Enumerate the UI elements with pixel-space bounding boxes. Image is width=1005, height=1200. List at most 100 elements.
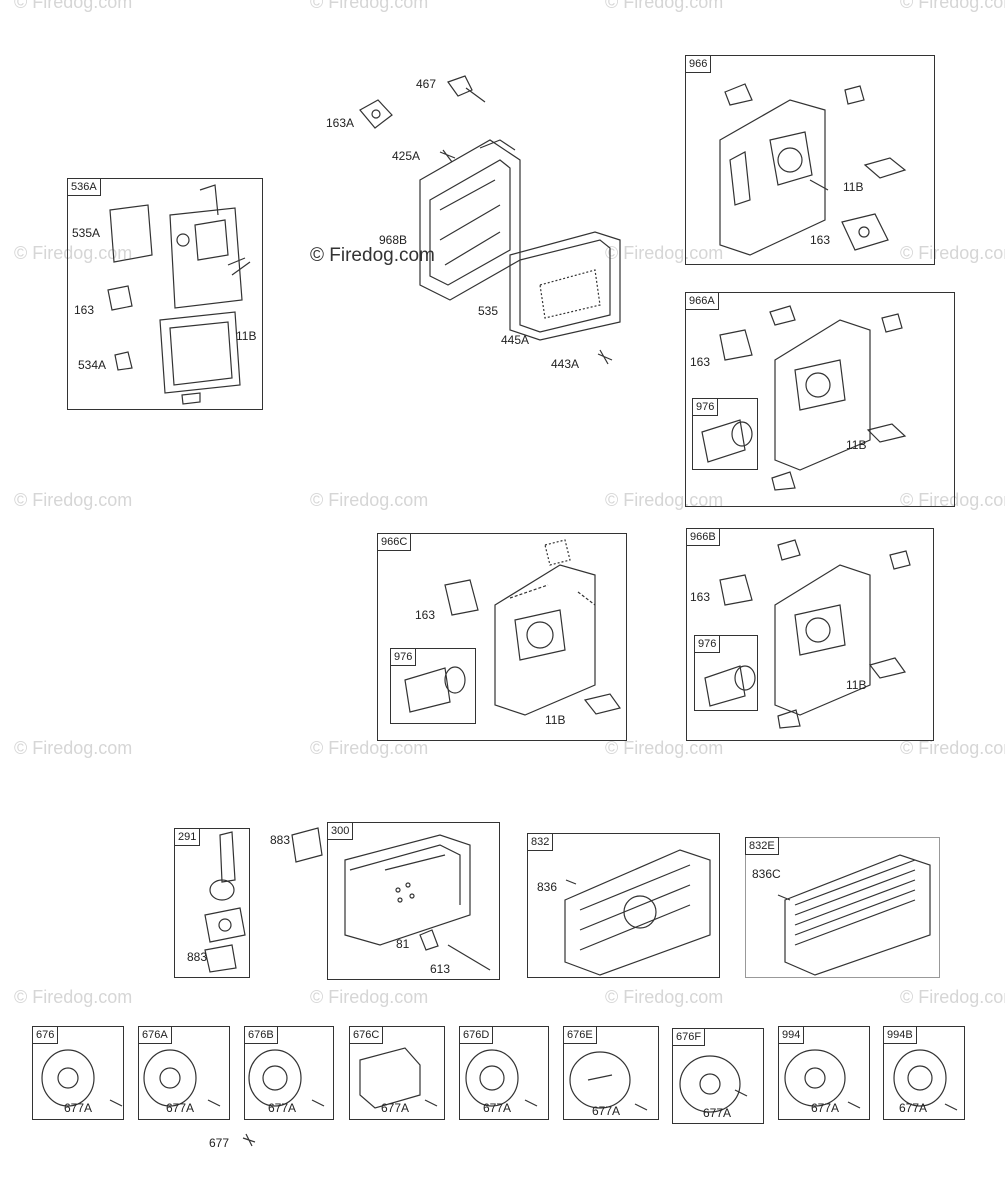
cap-994-drawing	[784, 1049, 861, 1109]
part-832-drawing	[564, 849, 711, 976]
box-976-b: 976	[694, 635, 758, 711]
box-966C: 966C	[377, 533, 627, 741]
watermark: © Firedog.com	[900, 987, 1005, 1007]
part-label: 11B	[236, 329, 257, 343]
air-cleaner-base-drawing	[419, 139, 521, 301]
box-tag: 832	[527, 833, 554, 851]
cap-676F-drawing	[679, 1055, 748, 1113]
gasket-883-drawing	[291, 827, 323, 863]
fastener-drawings	[359, 75, 613, 365]
part-label: 677A	[899, 1101, 928, 1115]
watermark: © Firedog.com	[900, 490, 1005, 510]
part-966-drawing	[719, 83, 907, 256]
part-label: 11B	[843, 180, 864, 194]
box-tag: 976	[692, 398, 719, 416]
part-label: 163	[690, 590, 711, 604]
box-676F: 676F	[672, 1028, 764, 1124]
part-label: 836	[537, 880, 558, 894]
box-tag: 676F	[672, 1028, 706, 1046]
cap-676B-drawing	[248, 1049, 325, 1107]
part-label: 968B	[379, 233, 408, 247]
cap-676C-drawing	[359, 1047, 438, 1109]
box-tag: 994B	[883, 1026, 917, 1044]
box-536A: 536A	[67, 178, 263, 410]
box-tag: 536A	[67, 178, 101, 196]
box-966B: 966B	[686, 528, 934, 741]
watermark: © Firedog.com	[14, 738, 133, 758]
box-676B: 676B	[244, 1026, 334, 1120]
watermark: © Firedog.com	[14, 490, 133, 510]
box-tag: 966	[685, 55, 712, 73]
cap-676E-drawing	[569, 1051, 648, 1111]
watermark: © Firedog.com	[310, 490, 429, 510]
box-676A: 676A	[138, 1026, 230, 1120]
part-976c-drawing	[404, 666, 466, 713]
part-label: 11B	[846, 438, 867, 452]
watermark: © Firedog.com	[310, 738, 429, 758]
watermark: © Firedog.com	[605, 490, 724, 510]
box-676C: 676C	[349, 1026, 445, 1120]
box-tag: 966B	[686, 528, 720, 546]
watermark: © Firedog.com	[900, 0, 1005, 12]
part-label: 677A	[268, 1101, 297, 1115]
part-label: 677	[209, 1136, 230, 1150]
part-label: 613	[430, 962, 451, 976]
part-label: 677A	[166, 1101, 195, 1115]
watermark: © Firedog.com	[605, 243, 724, 263]
part-label: 163	[690, 355, 711, 369]
part-label: 425A	[392, 149, 421, 163]
part-291-drawing	[204, 831, 246, 973]
cap-676-drawing	[41, 1049, 123, 1107]
cap-676D-drawing	[465, 1049, 538, 1107]
part-966C-drawing	[444, 539, 622, 716]
part-976a-drawing	[701, 419, 753, 463]
box-291: 291	[174, 828, 250, 978]
box-676E: 676E	[563, 1026, 659, 1120]
box-tag: 676	[32, 1026, 59, 1044]
part-label: 677A	[592, 1104, 621, 1118]
watermark: © Firedog.com	[14, 243, 133, 263]
air-filter-drawing	[509, 231, 621, 341]
box-tag: 676A	[138, 1026, 172, 1044]
part-300-drawing	[344, 834, 491, 971]
box-tag: 676B	[244, 1026, 278, 1044]
part-label: 883	[187, 950, 208, 964]
watermark: © Firedog.com	[310, 987, 429, 1007]
watermark: © Firedog.com	[900, 243, 1005, 263]
part-976b-drawing	[704, 665, 756, 707]
box-832E: 832E	[745, 837, 940, 978]
part-label: 836C	[752, 867, 781, 881]
watermark: © Firedog.com	[605, 0, 724, 12]
box-tag: 291	[174, 828, 201, 846]
part-label: 534A	[78, 358, 107, 372]
part-832E-drawing	[777, 854, 931, 976]
cap-994B-drawing	[893, 1049, 958, 1111]
part-label: 163A	[326, 116, 355, 130]
part-536A-drawing	[107, 184, 251, 405]
part-966B-drawing	[719, 539, 911, 729]
part-label: 467	[416, 77, 437, 91]
part-label: 443A	[551, 357, 580, 371]
part-label: 677A	[64, 1101, 93, 1115]
box-966A: 966A	[685, 292, 955, 507]
watermark: © Firedog.com	[605, 738, 724, 758]
box-tag: 676C	[349, 1026, 384, 1044]
part-label: 677A	[703, 1106, 732, 1120]
brand-mark: © Firedog.com	[310, 245, 435, 266]
watermark: © Firedog.com	[900, 738, 1005, 758]
part-label: 11B	[545, 713, 566, 727]
box-tag: 976	[390, 648, 417, 666]
box-676: 676	[32, 1026, 124, 1120]
box-tag: 676E	[563, 1026, 597, 1044]
box-300: 300	[327, 822, 500, 980]
box-tag: 994	[778, 1026, 805, 1044]
screw-677-drawing	[242, 1133, 256, 1147]
box-966: 966	[685, 55, 935, 265]
box-tag: 976	[694, 635, 721, 653]
box-976-a: 976	[692, 398, 758, 470]
box-976-c: 976	[390, 648, 476, 724]
box-994B: 994B	[883, 1026, 965, 1120]
part-966A-drawing	[719, 305, 907, 491]
